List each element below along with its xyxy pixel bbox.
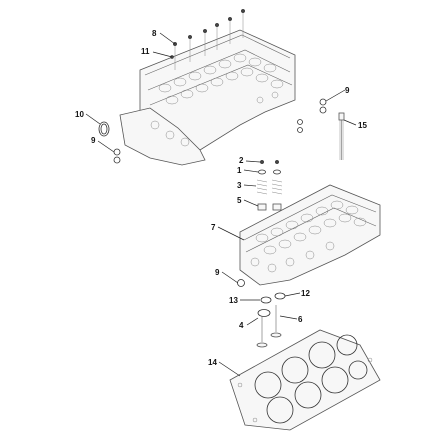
callout-14: 14 <box>208 358 217 367</box>
upper-cylinder-head-assembly <box>98 8 327 166</box>
head-bolt-15 <box>338 112 345 160</box>
callout-12: 12 <box>301 289 310 298</box>
callout-10: 10 <box>75 110 84 119</box>
callout-2: 2 <box>239 156 244 165</box>
callout-13: 13 <box>229 296 238 305</box>
callout-9-mid: 9 <box>215 268 220 277</box>
callout-9-left: 9 <box>91 136 96 145</box>
callout-4: 4 <box>239 321 244 330</box>
callout-8: 8 <box>152 29 157 38</box>
callout-15: 15 <box>358 121 367 130</box>
callout-1: 1 <box>237 166 242 175</box>
callout-3: 3 <box>237 181 242 190</box>
callout-7: 7 <box>211 223 216 232</box>
lower-cylinder-head <box>237 184 381 348</box>
callout-6: 6 <box>298 315 303 324</box>
callout-5: 5 <box>237 196 242 205</box>
callout-11: 11 <box>141 47 150 56</box>
valve-spring-stack <box>256 159 283 211</box>
head-gasket <box>229 329 381 431</box>
leader-lines <box>85 32 357 377</box>
callout-9-upper-right: 9 <box>345 86 350 95</box>
